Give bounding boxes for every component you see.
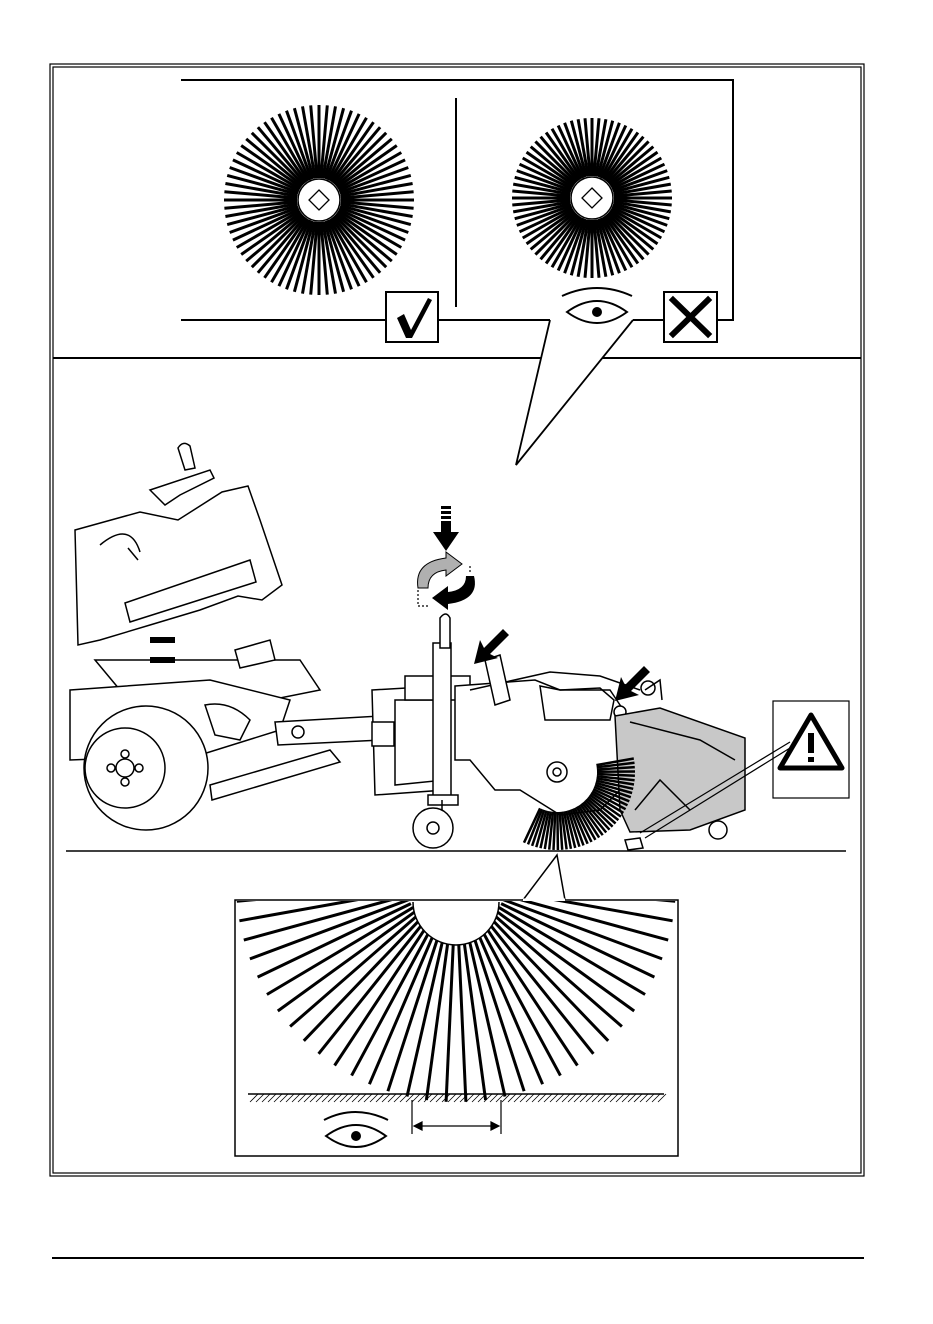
footer-rule (52, 1257, 864, 1259)
push-down-arrow-icon (433, 506, 459, 551)
machine-side-view (70, 443, 745, 850)
eye-icon (324, 1112, 388, 1147)
check-icon (386, 292, 438, 342)
brush-incorrect (512, 118, 672, 278)
debris-hopper (615, 708, 745, 832)
contact-width-dimension (412, 1100, 501, 1134)
rotate-icon (418, 552, 475, 610)
lift-post (433, 643, 451, 803)
callout-pointer (516, 320, 633, 465)
eye-icon (562, 288, 632, 323)
bristle-detail (237, 886, 675, 1101)
tractor-wheel (84, 706, 208, 830)
adjust-arrow-icon (474, 629, 509, 664)
brush-correct (224, 105, 414, 295)
caster-wheel (413, 808, 453, 848)
ground-hatch (248, 1094, 666, 1102)
x-mark-icon (664, 292, 717, 342)
comparison-panel (181, 80, 733, 465)
detail-callout-pointer (523, 855, 565, 900)
